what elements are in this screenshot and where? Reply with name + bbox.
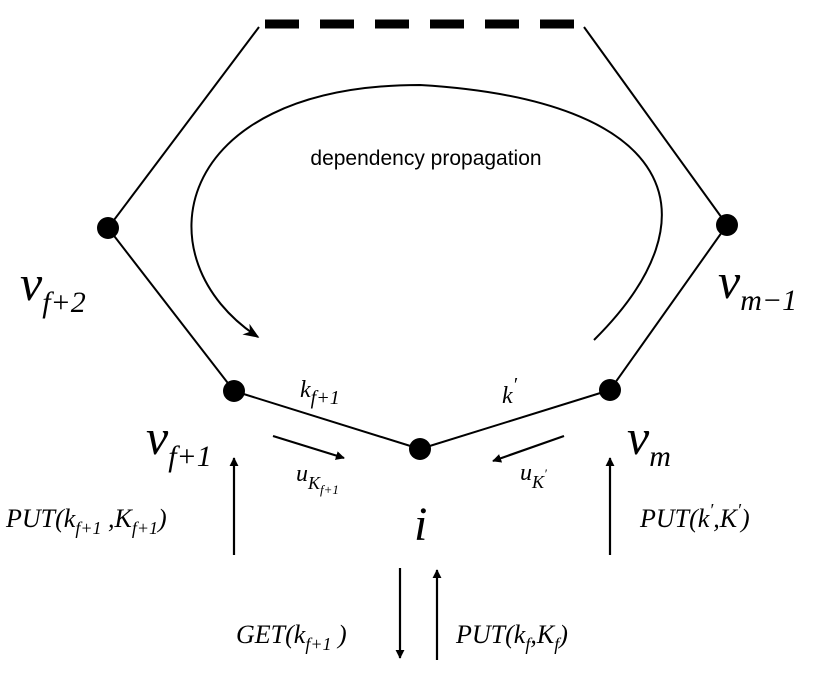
edge-top-left [107,26,260,229]
label-v-f1: vf+1 [146,409,212,473]
propagation-caption: dependency propagation [310,147,541,170]
label-k-prime: k′ [502,374,518,409]
edge-right-upper [609,224,728,391]
propagation-curve-arrow [190,83,663,341]
edge-vf1-i [233,390,421,450]
label-v-m: vm [627,409,671,473]
op-put-left: PUT(kf+1 ,Kf+1) [5,504,167,538]
op-put-bottom: PUT(kf,Kf) [455,620,568,654]
node-v-f2 [97,217,119,239]
node-i [409,438,431,460]
node-v-m [599,379,621,401]
label-k-f1: kf+1 [300,377,340,409]
node-v-m1 [716,214,738,236]
label-u-Kf1: uKf+1 [296,461,339,497]
label-u-Kprime: uK′ [520,460,547,492]
update-arrow-right [492,434,565,463]
edge-vm-i [419,389,611,450]
op-get-bottom: GET(kf+1 ) [236,620,347,654]
update-arrow-left [272,434,345,460]
edge-top-right [583,26,728,226]
edge-left-upper [107,227,235,392]
node-v-f1 [223,380,245,402]
label-v-f2: vf+2 [20,255,86,319]
op-put-right: PUT(k′,K′) [639,500,750,533]
label-i: i [414,498,427,551]
label-v-m1: vm−1 [718,253,797,317]
